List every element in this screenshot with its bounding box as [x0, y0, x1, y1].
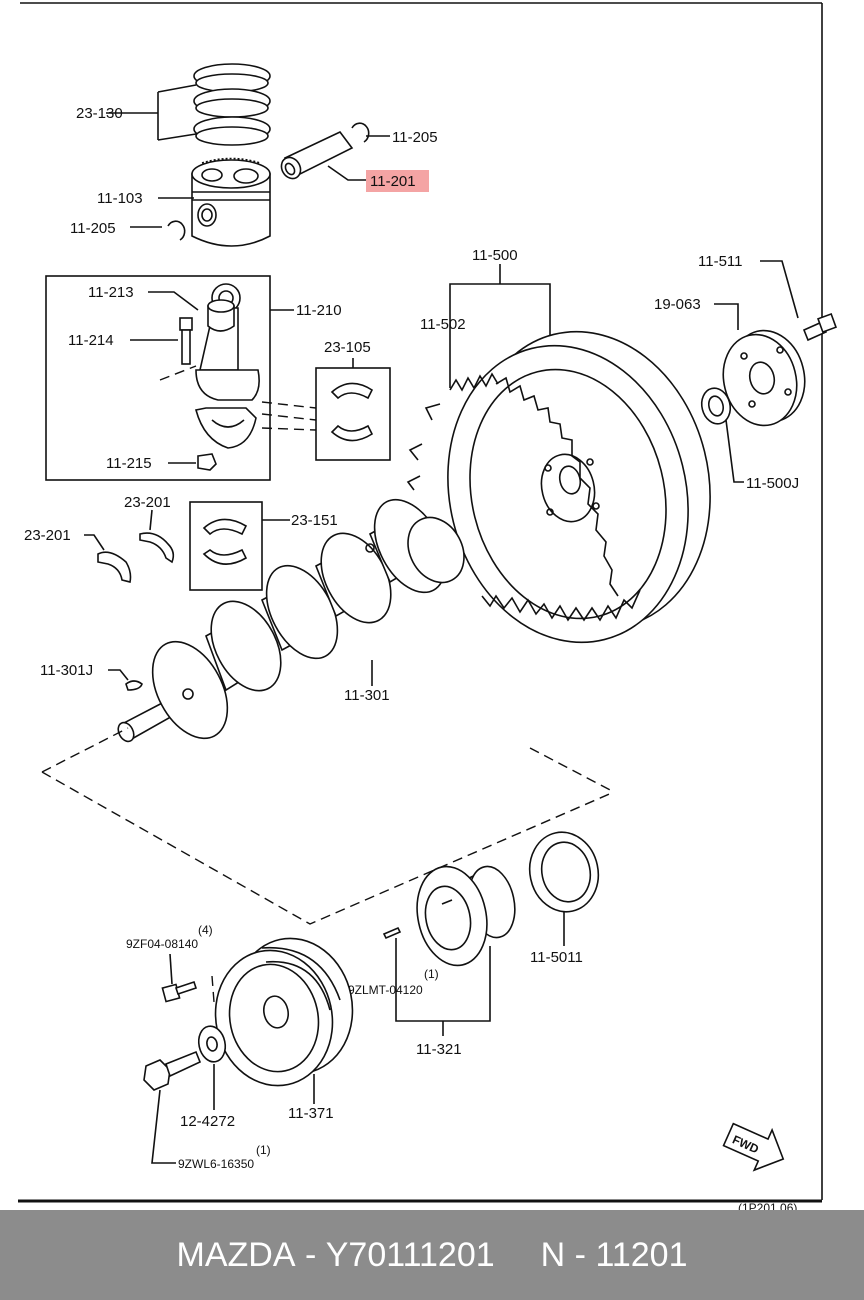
- bushing: [207, 299, 235, 332]
- reference-code: (1P201 06): [738, 1201, 797, 1210]
- label-9zf04-qty: (4): [198, 923, 213, 937]
- part-number: Y70111201: [325, 1235, 495, 1274]
- label-11-215: 11-215: [106, 455, 152, 472]
- pilot-bearing: [700, 387, 732, 425]
- label-11-301: 11-301: [344, 687, 390, 704]
- label-11-500j: 11-500J: [746, 475, 799, 492]
- label-11-103: 11-103: [97, 190, 143, 207]
- flywheel: [406, 330, 711, 644]
- label-11-210: 11-210: [296, 302, 342, 319]
- label-9zwl6: 9ZWL6-16350: [178, 1157, 254, 1171]
- label-9zf04: 9ZF04-08140: [126, 937, 198, 951]
- label-19-063: 19-063: [654, 296, 701, 313]
- washer: [197, 1025, 227, 1063]
- parts-diagram: 23-130 11-103 11-201 11-205 11-205 11-21…: [18, 2, 837, 1210]
- part-number-banner: MAZDA - Y70111201 N - 11201: [0, 1210, 864, 1300]
- backing-plate: [722, 329, 806, 427]
- label-9zlmt: 9ZLMT-04120: [348, 983, 423, 997]
- main-bearing-lower: [202, 548, 248, 565]
- main-bearing-box: [189, 501, 263, 591]
- rod-nut: [197, 453, 217, 471]
- crank-pulley: [214, 937, 354, 1087]
- connecting-rod-box: [45, 275, 271, 481]
- separator: -: [304, 1235, 317, 1274]
- snap-ring-left: [167, 220, 186, 241]
- label-23-130: 23-130: [76, 105, 123, 122]
- label-11-214: 11-214: [68, 332, 114, 349]
- rod-bolt: [179, 317, 193, 365]
- label-12-4272: 12-4272: [180, 1113, 235, 1130]
- label-11-5011: 11-5011: [530, 949, 583, 966]
- label-11-205-left: 11-205: [70, 220, 116, 237]
- label-23-201-left: 23-201: [24, 527, 71, 544]
- label-23-105: 23-105: [324, 339, 371, 356]
- label-11-301j: 11-301J: [40, 662, 93, 679]
- label-11-511: 11-511: [698, 253, 742, 270]
- label-9zlmt-qty: (1): [424, 967, 439, 981]
- snap-ring-top: [351, 122, 370, 143]
- label-9zwl6-qty: (1): [256, 1143, 271, 1157]
- label-23-151: 23-151: [291, 512, 338, 529]
- n-value: 11201: [595, 1235, 688, 1274]
- rod-bearing-upper: [330, 382, 374, 400]
- label-11-213: 11-213: [88, 284, 134, 301]
- forward-arrow-icon: FWD: [722, 1122, 785, 1172]
- thrust-washer-top: [139, 532, 175, 564]
- oil-seal: [528, 831, 600, 913]
- crank-pulley-bolt: [143, 1050, 202, 1091]
- woodruff-key: [382, 926, 402, 940]
- piston-rings: [193, 63, 271, 146]
- brand-name: MAZDA: [176, 1235, 296, 1274]
- label-11-201-highlighted: 11-201: [370, 173, 416, 190]
- label-11-500: 11-500: [472, 247, 518, 264]
- label-11-371: 11-371: [288, 1105, 334, 1122]
- piston-pin: [280, 130, 354, 180]
- separator-2: -: [574, 1235, 586, 1274]
- rod-bearing-lower: [330, 424, 374, 442]
- rod-bearing-box: [315, 367, 391, 461]
- label-11-205-top: 11-205: [392, 129, 438, 146]
- thrust-washer-left: [97, 551, 132, 583]
- label-11-502: 11-502: [420, 316, 466, 333]
- piston: [191, 157, 271, 247]
- crankshaft: [117, 498, 465, 743]
- label-23-201-top: 23-201: [124, 494, 171, 511]
- timing-pulley: [416, 865, 516, 967]
- highlight-box: [366, 170, 429, 192]
- crank-key: [125, 680, 143, 691]
- n-label: N: [540, 1235, 566, 1274]
- flywheel-bolt: [802, 313, 837, 342]
- pulley-bolt-small: [161, 980, 198, 1003]
- main-bearing-upper: [202, 518, 248, 536]
- label-11-321: 11-321: [416, 1041, 462, 1058]
